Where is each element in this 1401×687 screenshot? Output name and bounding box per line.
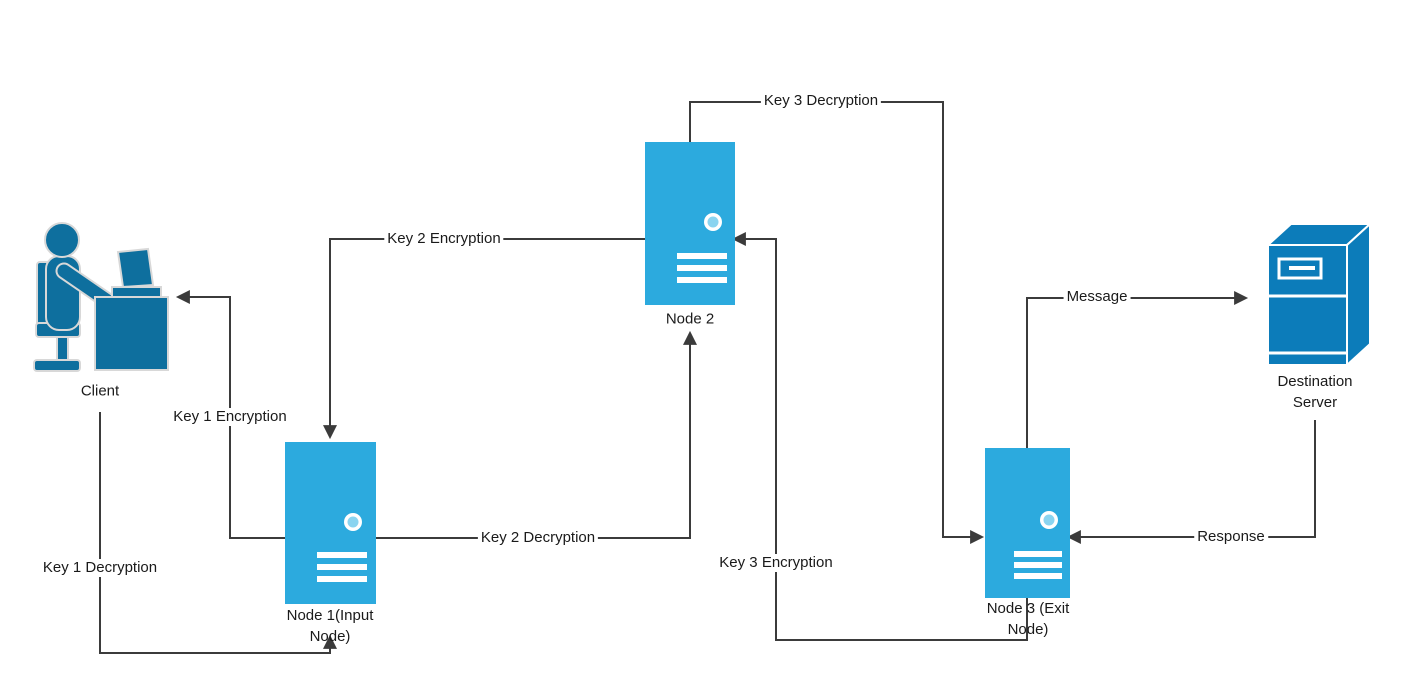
edge-key-2-encryption <box>323 238 646 440</box>
edge-key-1-decryption <box>99 412 337 654</box>
edge-response <box>1066 420 1316 544</box>
node-3-label: Node 3 (Exit Node) <box>986 600 1070 638</box>
edge-message <box>1026 291 1249 448</box>
key-2-encryption-label: Key 2 Encryption <box>384 230 504 248</box>
node-1-server-icon <box>285 442 376 604</box>
destination-server-icon <box>1267 223 1371 366</box>
client-label: Client <box>80 382 120 400</box>
edge-key-2-decryption <box>376 330 697 539</box>
key-2-decryption-label: Key 2 Decryption <box>477 529 599 547</box>
destination-server-label: Destination Server <box>1277 373 1353 411</box>
key-1-decryption-label: Key 1 Decryption <box>39 559 161 577</box>
key-3-encryption-label: Key 3 Encryption <box>716 554 836 572</box>
response-label: Response <box>1194 528 1268 546</box>
node-3-server-icon <box>985 448 1070 598</box>
edge-key-3-encryption <box>731 232 1028 641</box>
node-2-label: Node 2 <box>665 310 715 328</box>
client-icon <box>33 222 169 372</box>
message-label: Message <box>1063 288 1131 306</box>
key-1-encryption-label: Key 1 Encryption <box>170 408 290 426</box>
edge-key-3-decryption <box>689 101 985 544</box>
node-1-label: Node 1(Input Node) <box>286 607 374 645</box>
node-2-server-icon <box>645 142 735 305</box>
key-3-decryption-label: Key 3 Decryption <box>760 92 882 110</box>
